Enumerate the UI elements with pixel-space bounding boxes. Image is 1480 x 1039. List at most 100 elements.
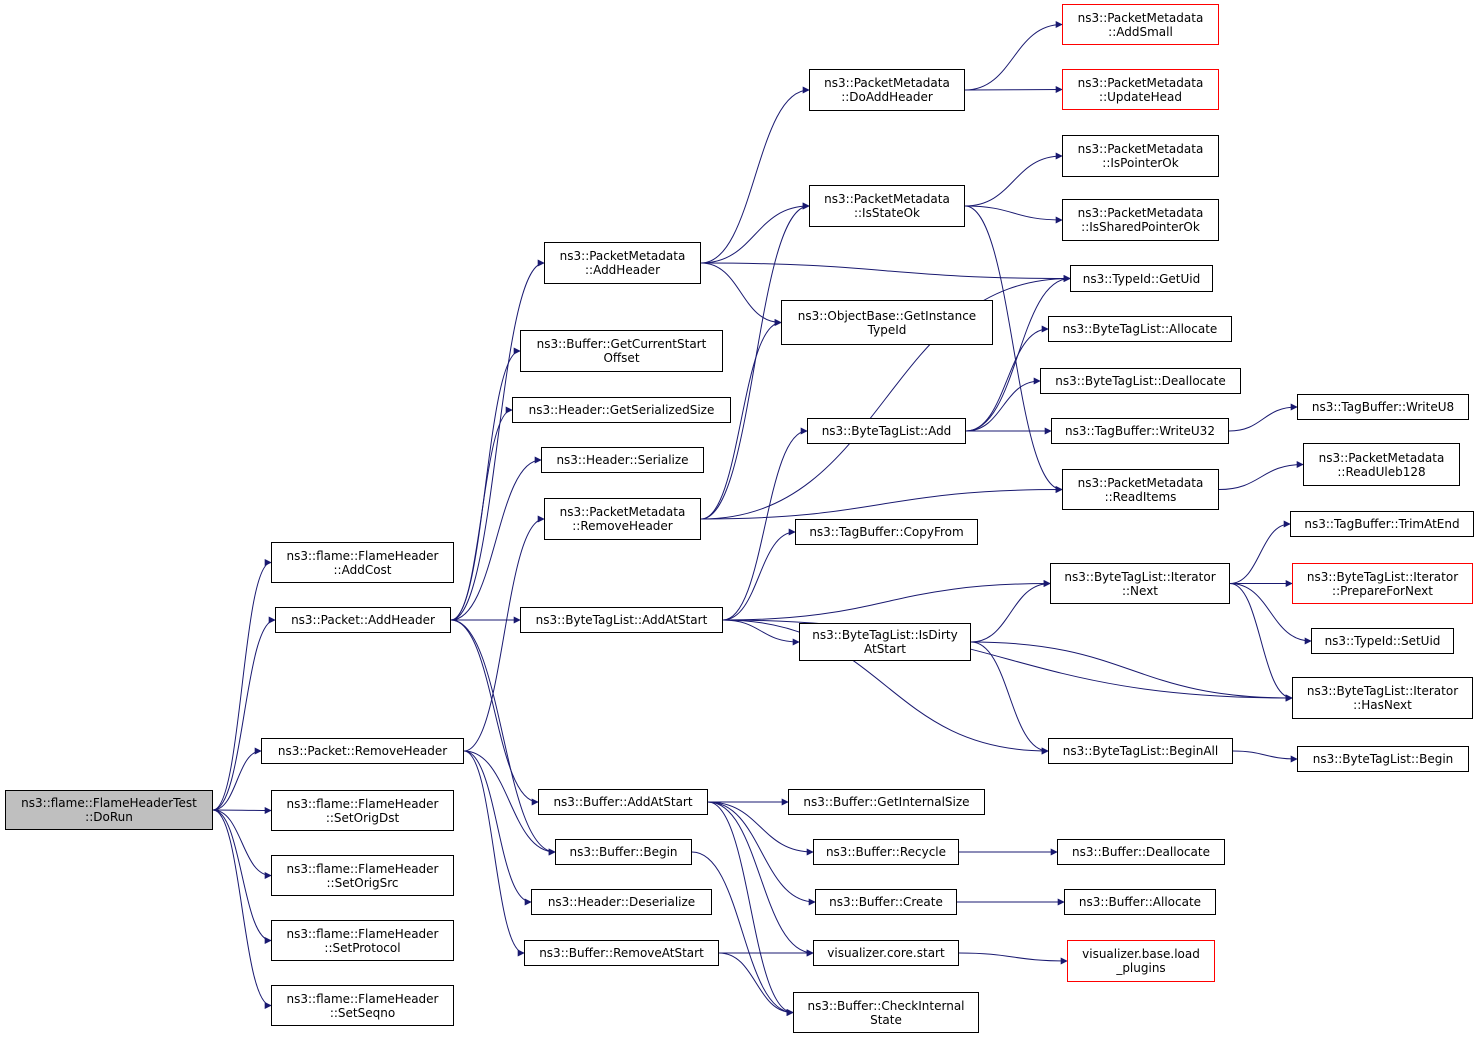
node-label: ::DoAddHeader — [841, 90, 933, 104]
node-label: ns3::Buffer::GetCurrentStart — [536, 337, 707, 351]
graph-node-serialize[interactable]: ns3::Header::Serialize — [541, 447, 704, 473]
graph-node-getuid[interactable]: ns3::TypeId::GetUid — [1070, 265, 1213, 292]
graph-node-pm-removeheader[interactable]: ns3::PacketMetadata::RemoveHeader — [544, 498, 701, 540]
node-label: ::PrepareForNext — [1332, 583, 1433, 598]
graph-node-pkt-removeheader[interactable]: ns3::Packet::RemoveHeader — [261, 738, 464, 764]
call-edge — [1232, 750, 1298, 763]
graph-node-deserialize[interactable]: ns3::Header::Deserialize — [531, 889, 712, 915]
call-edge — [707, 801, 814, 957]
node-label: AtStart — [863, 642, 907, 656]
graph-node-getinternalsize[interactable]: ns3::Buffer::GetInternalSize — [788, 789, 985, 815]
graph-node-btl-addatstart[interactable]: ns3::ByteTagList::AddAtStart — [520, 607, 723, 633]
call-edge — [700, 86, 810, 264]
graph-node-hasnext[interactable]: ns3::ByteTagList::Iterator::HasNext — [1292, 677, 1473, 719]
call-edge — [1229, 520, 1291, 584]
node-label: ns3::Header::Serialize — [556, 453, 689, 467]
graph-node-addsmall[interactable]: ns3::PacketMetadata::AddSmall — [1062, 4, 1219, 45]
graph-node-trimatend[interactable]: ns3::TagBuffer::TrimAtEnd — [1290, 511, 1474, 537]
graph-node-viz-start[interactable]: visualizer.core.start — [813, 940, 959, 966]
call-edge — [463, 515, 545, 752]
node-label: ns3::flame::FlameHeader — [286, 861, 439, 876]
graph-node-setorigdst[interactable]: ns3::flame::FlameHeader::SetOrigDst — [271, 790, 454, 831]
call-edge — [212, 806, 272, 814]
graph-node-dorun[interactable]: ns3::flame::FlameHeaderTest::DoRun — [5, 790, 213, 830]
graph-node-btl-allocate[interactable]: ns3::ByteTagList::Allocate — [1048, 316, 1232, 342]
graph-node-setprotocol[interactable]: ns3::flame::FlameHeader::SetProtocol — [271, 920, 454, 961]
call-edge — [212, 559, 272, 811]
call-edge — [450, 456, 542, 621]
call-edge — [212, 616, 276, 811]
node-label: ns3::PacketMetadata — [559, 249, 686, 263]
graph-node-readuleb[interactable]: ns3::PacketMetadata::ReadUleb128 — [1303, 443, 1460, 486]
call-edge — [700, 262, 1071, 282]
call-edge — [964, 205, 1063, 224]
graph-node-tb-copyfrom[interactable]: ns3::TagBuffer::CopyFrom — [795, 519, 978, 545]
graph-node-buf-begin[interactable]: ns3::Buffer::Begin — [555, 839, 692, 865]
graph-node-create[interactable]: ns3::Buffer::Create — [815, 889, 957, 915]
graph-node-writeu8[interactable]: ns3::TagBuffer::WriteU8 — [1297, 394, 1469, 420]
node-label: ::ReadUleb128 — [1337, 464, 1426, 479]
graph-node-getserializedsize[interactable]: ns3::Header::GetSerializedSize — [512, 397, 731, 423]
call-edge — [970, 641, 1049, 755]
node-label: ::Next — [1121, 583, 1159, 598]
graph-node-btl-deallocate[interactable]: ns3::ByteTagList::Deallocate — [1040, 368, 1241, 394]
graph-node-buf-removeatstart[interactable]: ns3::Buffer::RemoveAtStart — [524, 940, 719, 966]
graph-node-prepfornext[interactable]: ns3::ByteTagList::Iterator::PrepareForNe… — [1292, 563, 1473, 604]
node-label: ns3::TagBuffer::TrimAtEnd — [1304, 517, 1460, 531]
graph-node-btl-begin[interactable]: ns3::ByteTagList::Begin — [1297, 746, 1469, 772]
graph-node-pm-addheader[interactable]: ns3::PacketMetadata::AddHeader — [544, 242, 701, 284]
node-label: ns3::PacketMetadata — [559, 505, 686, 519]
node-label: ns3::flame::FlameHeader — [286, 548, 439, 563]
call-edge — [450, 619, 539, 806]
graph-node-updatehead[interactable]: ns3::PacketMetadata::UpdateHead — [1062, 69, 1219, 110]
graph-node-buf-deallocate[interactable]: ns3::Buffer::Deallocate — [1057, 839, 1225, 865]
node-label: ns3::ObjectBase::GetInstance — [797, 308, 977, 323]
graph-node-recycle[interactable]: ns3::Buffer::Recycle — [813, 839, 959, 865]
graph-node-viz-load[interactable]: visualizer.base.load_plugins — [1067, 940, 1215, 982]
graph-node-ispointerok[interactable]: ns3::PacketMetadata::IsPointerOk — [1062, 135, 1219, 177]
call-edge — [700, 202, 810, 520]
graph-node-it-next[interactable]: ns3::ByteTagList::Iterator::Next — [1050, 563, 1230, 604]
graph-node-setseqno[interactable]: ns3::flame::FlameHeader::SetSeqno — [271, 985, 454, 1026]
node-label: ::HasNext — [1353, 698, 1412, 712]
graph-node-buf-addatstart[interactable]: ns3::Buffer::AddAtStart — [538, 789, 708, 815]
call-edge — [970, 641, 1293, 702]
node-label: ns3::ByteTagList::AddAtStart — [535, 613, 708, 627]
node-label: ::IsSharedPointerOk — [1081, 220, 1200, 234]
graph-node-pkt-addheader[interactable]: ns3::Packet::AddHeader — [275, 607, 451, 633]
graph-node-issharedpointerok[interactable]: ns3::PacketMetadata::IsSharedPointerOk — [1062, 199, 1219, 241]
call-edge — [691, 851, 794, 1016]
graph-node-beginall[interactable]: ns3::ByteTagList::BeginAll — [1048, 738, 1233, 764]
node-label: TypeId — [867, 322, 907, 337]
graph-node-setorigsrc[interactable]: ns3::flame::FlameHeader::SetOrigSrc — [271, 855, 454, 896]
graph-node-readitems[interactable]: ns3::PacketMetadata::ReadItems — [1062, 469, 1219, 510]
graph-node-addcost[interactable]: ns3::flame::FlameHeader::AddCost — [271, 542, 454, 583]
node-label: ::SetSeqno — [329, 1005, 396, 1020]
call-edge — [700, 275, 1071, 520]
call-edge — [450, 619, 556, 856]
node-label: ns3::Buffer::Allocate — [1078, 895, 1202, 909]
node-label: ::RemoveHeader — [572, 519, 673, 533]
call-edge — [700, 202, 810, 264]
call-edge — [718, 952, 794, 1016]
node-label: ns3::Buffer::Deallocate — [1072, 845, 1210, 859]
call-edge — [463, 750, 556, 856]
node-label: ns3::PacketMetadata — [1318, 450, 1445, 465]
graph-node-setuid[interactable]: ns3::TypeId::SetUid — [1311, 628, 1454, 654]
graph-node-buf-allocate[interactable]: ns3::Buffer::Allocate — [1064, 889, 1216, 915]
node-label: State — [870, 1012, 902, 1027]
call-edge — [450, 259, 545, 621]
node-label: ::SetProtocol — [324, 940, 401, 955]
node-label: ns3::PacketMetadata — [1077, 10, 1204, 25]
graph-node-btl-add[interactable]: ns3::ByteTagList::Add — [807, 418, 966, 444]
graph-node-doaddheader[interactable]: ns3::PacketMetadata::DoAddHeader — [809, 69, 965, 111]
call-edge — [1228, 403, 1298, 432]
node-label: ns3::ByteTagList::Allocate — [1062, 322, 1218, 336]
graph-node-isstateok[interactable]: ns3::PacketMetadata::IsStateOk — [809, 185, 965, 227]
graph-node-writeu32[interactable]: ns3::TagBuffer::WriteU32 — [1051, 418, 1229, 444]
